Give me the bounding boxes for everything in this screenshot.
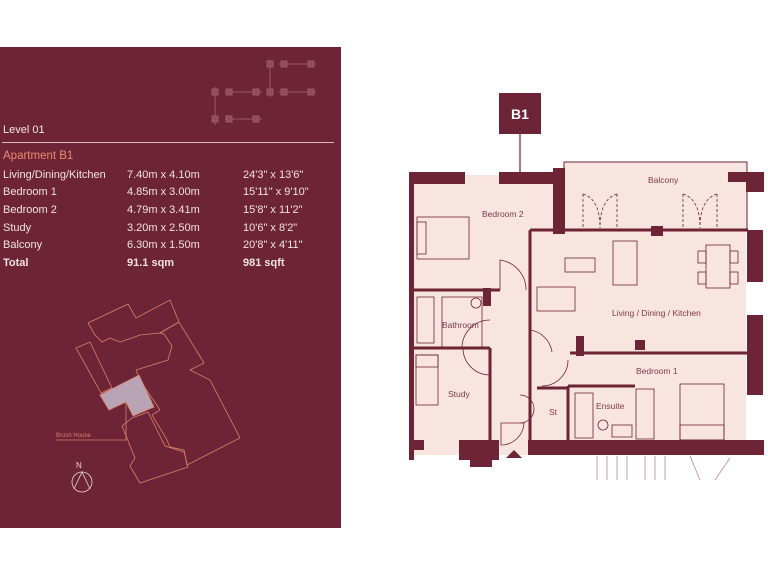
spec-row: Living/Dining/Kitchen 7.40m x 4.10m 24'3… [3,166,343,184]
site-plan: Brush House N [56,299,241,493]
room-name: Bedroom 1 [3,186,57,199]
spec-row: Study 3.20m x 2.50m 10'6" x 8'2" [3,219,343,237]
room-metric: 4.79m x 3.41m [127,203,200,216]
room-imperial: 24'3" x 13'6" [243,168,304,181]
room-imperial: 15'8" x 11'2" [243,203,303,216]
spec-row: Bedroom 1 4.85m x 3.00m 15'11" x 9'10" [3,184,343,202]
north-arrow-icon [71,471,93,493]
divider [2,142,334,143]
label-ensuite: Ensuite [596,401,625,411]
label-bedroom1: Bedroom 1 [636,366,678,376]
room-metric: 7.40m x 4.10m [127,168,200,181]
label-balcony: Balcony [648,175,679,185]
level-key-diagram [211,60,316,125]
room-name: Study [3,221,32,234]
label-bathroom: Bathroom [442,320,479,330]
spec-row: Balcony 6.30m x 1.50m 20'8" x 4'11" [3,236,343,254]
unit-tag: B1 [499,93,541,134]
label-living: Living / Dining / Kitchen [612,308,701,318]
label-study: Study [448,389,470,399]
room-imperial: 10'6" x 8'2" [243,221,298,234]
total-imperial: 981 sqft [243,256,285,269]
room-name: Living/Dining/Kitchen [3,168,106,181]
room-metric: 4.85m x 3.00m [127,186,200,199]
label-store: St [549,407,558,417]
label-bedroom2: Bedroom 2 [482,209,524,219]
room-imperial: 15'11" x 9'10" [243,186,309,199]
level-label: Level 01 [3,124,45,136]
brush-house-label: Brush House [56,433,91,439]
room-metric: 6.30m x 1.50m [127,239,200,252]
room-imperial: 20'8" x 4'11" [243,239,303,252]
room-name: Balcony [3,239,43,252]
total-metric: 91.1 sqm [127,256,175,269]
spec-row: Bedroom 2 4.79m x 3.41m 15'8" x 11'2" [3,201,343,219]
room-spec-table: Living/Dining/Kitchen 7.40m x 4.10m 24'3… [3,166,343,272]
apartment-title: Apartment B1 [3,150,74,162]
total-label: Total [3,256,29,269]
floor-plan [409,133,764,480]
brush-house-highlight [99,374,155,417]
north-label: N [76,461,82,470]
room-metric: 3.20m x 2.50m [127,221,200,234]
spec-row-total: Total 91.1 sqm 981 sqft [3,254,343,272]
room-name: Bedroom 2 [3,203,57,216]
